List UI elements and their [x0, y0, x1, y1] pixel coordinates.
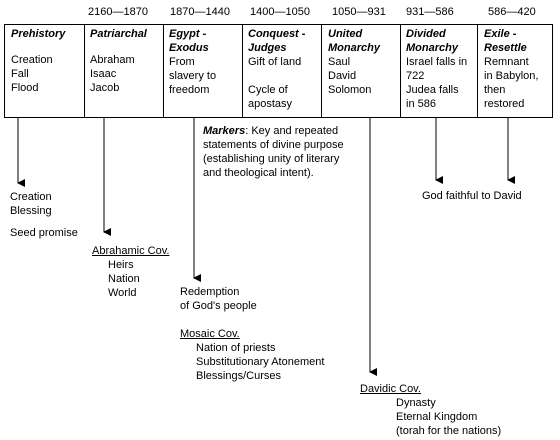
markers-line: statements of divine purpose [203, 139, 344, 151]
column-line: slavery to [169, 70, 217, 82]
column-line: Saul [328, 56, 351, 68]
markers-text: : Key and repeated [245, 125, 339, 137]
david-note: God faithful to David [422, 190, 522, 202]
column-line: Abraham [90, 54, 135, 66]
column-line: Solomon [328, 84, 372, 96]
column-line: Jacob [90, 82, 120, 94]
covenant-item: Heirs [108, 259, 134, 271]
column-title: Monarchy [406, 42, 458, 54]
column-title: Monarchy [328, 42, 380, 54]
column-title: United [328, 28, 363, 40]
column-title: Resettle [484, 42, 527, 54]
covenant-heading: Davidic Cov. [360, 383, 421, 395]
covenant-item: Substitutionary Atonement [196, 356, 325, 368]
column-line: 722 [406, 70, 425, 82]
column-line: Isaac [90, 68, 117, 80]
column-line: Judea falls [406, 84, 459, 96]
column-title: Prehistory [11, 28, 66, 40]
column-exile-resettle: Exile - Resettle Remnant in Babylon, the… [484, 27, 538, 111]
mosaic-covenant: Mosaic Cov. Nation of priests Substituti… [180, 327, 324, 383]
column-divided-monarchy: Divided Monarchy Israel falls in 722 Jud… [406, 27, 467, 111]
seed-promise: Seed promise [10, 227, 78, 239]
column-line: David [328, 70, 357, 82]
column-line: Flood [11, 82, 39, 94]
covenant-item: Blessings/Curses [196, 370, 281, 382]
column-line: Cycle of [248, 84, 288, 96]
date-label: 1400—1050 [250, 6, 310, 18]
date-label: 1870—1440 [170, 6, 230, 18]
timeline-box [4, 24, 553, 118]
column-line: in Babylon, [484, 70, 539, 82]
column-line: Gift of land [248, 56, 302, 68]
column-line: apostasy [248, 98, 293, 110]
exodus-notes: Redemption of God's people [180, 285, 257, 313]
note-line: of God's people [180, 300, 257, 312]
column-line: From [169, 56, 195, 68]
column-line [248, 69, 305, 83]
date-label: 2160—1870 [88, 6, 148, 18]
markers-line: and theological intent). [203, 167, 314, 179]
column-prehistory: Prehistory Creation Fall Flood [11, 27, 65, 95]
abrahamic-covenant: Abrahamic Cov. Heirs Nation World [92, 244, 169, 300]
column-conquest-judges: Conquest - Judges Gift of land Cycle of … [248, 27, 305, 111]
covenant-heading: Mosaic Cov. [180, 328, 240, 340]
covenant-item: (torah for the nations) [396, 425, 502, 437]
column-line: Creation [11, 54, 53, 66]
date-label: 931—586 [406, 6, 454, 18]
prehistory-notes: Creation Blessing Seed promise [10, 190, 78, 240]
column-united-monarchy: United Monarchy Saul David Solomon [328, 27, 380, 97]
covenant-item: World [108, 287, 137, 299]
column-title: Exile - [484, 28, 517, 40]
column-title: Exodus [169, 42, 209, 54]
markers-note: Markers: Key and repeated statements of … [203, 124, 344, 180]
date-label: 586—420 [488, 6, 536, 18]
date-label: 1050—931 [332, 6, 386, 18]
column-title: Judges [248, 42, 287, 54]
column-line: Fall [11, 68, 29, 80]
markers-label: Markers [203, 125, 246, 137]
column-line: in 586 [406, 98, 436, 110]
covenant-heading: Abrahamic Cov. [92, 245, 170, 257]
column-line: then [484, 84, 506, 96]
covenant-item: Nation of priests [196, 342, 276, 354]
column-line: Israel falls in [406, 56, 468, 68]
column-title: Conquest - [248, 28, 306, 40]
column-line: restored [484, 98, 525, 110]
column-line: Remnant [484, 56, 529, 68]
column-egypt-exodus: Egypt - Exodus From slavery to freedom [169, 27, 216, 97]
column-title: Egypt - [169, 28, 207, 40]
davidic-covenant: Davidic Cov. Dynasty Eternal Kingdom (to… [360, 382, 501, 438]
covenant-item: Eternal Kingdom [396, 411, 478, 423]
note-line: Redemption [180, 286, 240, 298]
covenant-item: Nation [108, 273, 140, 285]
column-title: Divided [406, 28, 446, 40]
column-patriarchal: Patriarchal Abraham Isaac Jacob [90, 27, 147, 95]
covenant-item: Dynasty [396, 397, 436, 409]
column-line: freedom [169, 84, 210, 96]
note-line: Creation [10, 191, 52, 203]
note-line: Blessing [10, 205, 52, 217]
column-title: Patriarchal [90, 28, 147, 40]
markers-line: (establishing unity of literary [203, 153, 340, 165]
